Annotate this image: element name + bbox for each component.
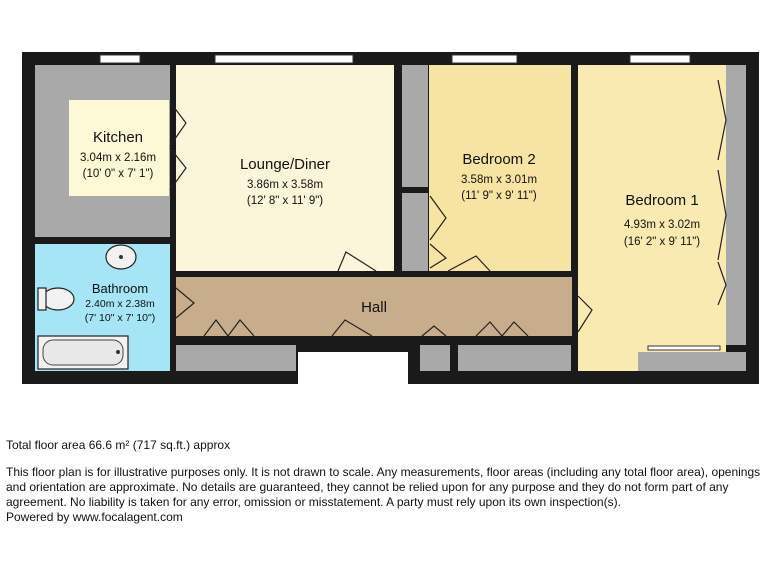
bathroom-metric: 2.40m x 2.38m (85, 298, 155, 310)
lounge-name: Lounge/Diner (240, 156, 330, 173)
lounge-imperial: (12' 8" x 11' 9") (247, 195, 323, 207)
bedroom1-name: Bedroom 1 (625, 192, 698, 209)
bedroom1-wardrobe (726, 65, 746, 345)
bedroom1-imperial: (16' 2" x 9' 11") (624, 236, 700, 248)
bedroom2-name: Bedroom 2 (462, 151, 535, 168)
sliding-door (647, 345, 721, 351)
bedroom1-floor (578, 65, 726, 371)
bathroom-fixtures (37, 244, 137, 370)
doors (169, 79, 727, 337)
bedroom2-floor (429, 65, 571, 271)
hall-cupboard-left (176, 345, 296, 371)
footer: Total floor area 66.6 m² (717 sq.ft.) ap… (6, 438, 766, 525)
kitchen-metric: 3.04m x 2.16m (80, 152, 156, 164)
powered-by: Powered by www.focalagent.com (6, 510, 183, 524)
lounge-metric: 3.86m x 3.58m (247, 179, 323, 191)
kitchen-imperial: (10' 0" x 7' 1") (83, 168, 154, 180)
kitchen-name: Kitchen (93, 129, 143, 146)
hall-name: Hall (361, 299, 387, 316)
bedroom1-label: Bedroom 1 4.93m x 3.02m (16' 2" x 9' 11"… (624, 192, 700, 248)
disclaimer-text: This floor plan is for illustrative purp… (6, 465, 761, 509)
bedroom2-metric: 3.58m x 3.01m (461, 174, 537, 186)
hall-cupboard-mid (420, 345, 450, 371)
toilet (41, 287, 75, 311)
bedroom2-imperial: (11' 9" x 9' 11") (461, 190, 537, 202)
kitchen-floor (69, 100, 169, 196)
lounge-floor (176, 65, 394, 271)
hall-cupboard-right (458, 345, 571, 371)
windows (99, 54, 691, 64)
lounge-label: Lounge/Diner 3.86m x 3.58m (12' 8" x 11'… (240, 156, 330, 207)
bedroom2-wardrobe-left (402, 65, 428, 187)
bathroom-imperial: (7' 10" x 7' 10") (85, 312, 155, 324)
bedroom2-label: Bedroom 2 3.58m x 3.01m (11' 9" x 9' 11"… (461, 151, 537, 202)
total-floor-area: Total floor area 66.6 m² (717 sq.ft.) ap… (6, 438, 231, 452)
kitchen-label: Kitchen 3.04m x 2.16m (10' 0" x 7' 1") (80, 129, 156, 180)
hall-floor (176, 277, 572, 336)
bathroom-label: Bathroom 2.40m x 2.38m (7' 10" x 7' 10") (85, 281, 155, 324)
bedroom1-metric: 4.93m x 3.02m (624, 219, 700, 231)
bedroom1-cupboard (638, 352, 746, 371)
entrance-recess (298, 352, 408, 392)
floor-plan: Kitchen 3.04m x 2.16m (10' 0" x 7' 1") L… (22, 52, 759, 392)
bathroom-name: Bathroom (92, 281, 148, 296)
bedroom2-cupboard (402, 193, 428, 271)
